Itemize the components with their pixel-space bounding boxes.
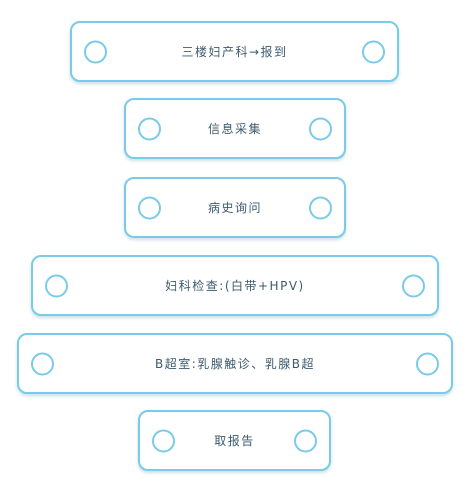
step-end-circle-icon	[402, 274, 425, 297]
step-start-circle-icon	[138, 117, 161, 140]
step-label: 取报告	[214, 433, 255, 448]
step-label: B超室:乳腺触诊、乳腺B超	[154, 356, 315, 371]
step-label: 病史询问	[207, 200, 262, 215]
step-info-collection: 信息采集	[124, 98, 346, 159]
step-label: 信息采集	[207, 121, 262, 136]
step-label: 三楼妇产科→报到	[181, 44, 288, 59]
step-start-circle-icon	[152, 429, 175, 452]
step-history-inquiry: 病史询问	[124, 177, 346, 238]
step-end-circle-icon	[309, 117, 332, 140]
step-label: 妇科检查:(白带+HPV)	[165, 278, 305, 293]
step-gyn-exam: 妇科检查:(白带+HPV)	[31, 255, 439, 316]
step-ultrasound-room: B超室:乳腺触诊、乳腺B超	[17, 333, 453, 394]
step-end-circle-icon	[362, 40, 385, 63]
step-start-circle-icon	[31, 352, 54, 375]
step-start-circle-icon	[84, 40, 107, 63]
step-start-circle-icon	[45, 274, 68, 297]
step-get-report: 取报告	[138, 410, 331, 471]
step-end-circle-icon	[416, 352, 439, 375]
step-start-circle-icon	[138, 196, 161, 219]
step-end-circle-icon	[294, 429, 317, 452]
step-checkin: 三楼妇产科→报到	[70, 21, 399, 82]
step-end-circle-icon	[309, 196, 332, 219]
